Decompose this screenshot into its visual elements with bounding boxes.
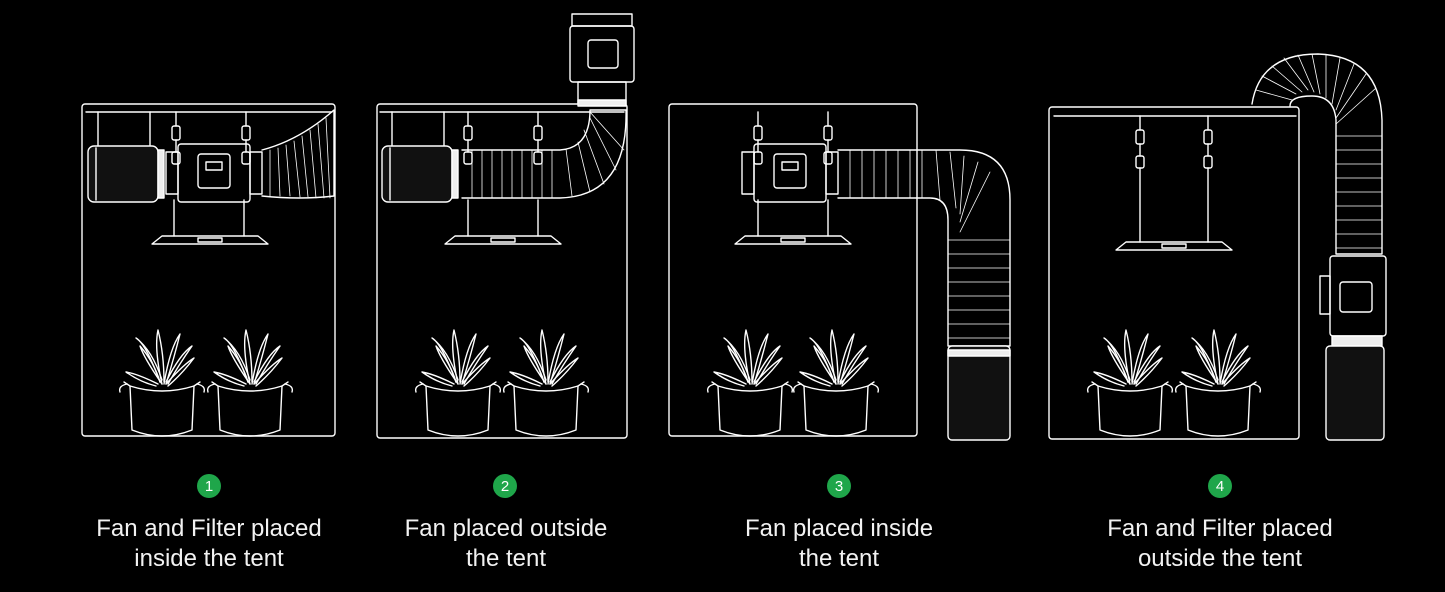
tent-outline	[668, 103, 918, 437]
caption-2: Fan placed outside the tent	[346, 514, 666, 574]
step-1-badge: 1	[197, 474, 221, 498]
caption-2-line-1: Fan placed outside	[404, 515, 608, 542]
caption-1-line-2: inside the tent	[134, 545, 284, 572]
tent-outline	[81, 103, 336, 437]
caption-3-line-2: the tent	[798, 545, 880, 572]
step-3-badge: 3	[827, 474, 851, 498]
panel-1-illustration	[81, 103, 336, 437]
caption-2-line-2: the tent	[465, 545, 547, 572]
caption-4-line-2: outside the tent	[1137, 545, 1303, 572]
panel-4-illustration	[1048, 53, 1387, 441]
caption-3-line-1: Fan placed inside	[744, 515, 934, 542]
caption-1: Fan and Filter placed inside the tent	[49, 514, 369, 574]
caption-4-line-1: Fan and Filter placed	[1107, 515, 1333, 542]
tent-outline	[1048, 106, 1300, 440]
step-4-badge: 4	[1208, 474, 1232, 498]
panel-3-illustration	[668, 103, 1011, 441]
caption-3: Fan placed inside the tent	[679, 514, 999, 574]
caption-4: Fan and Filter placed outside the tent	[1060, 514, 1380, 574]
caption-1-line-1: Fan and Filter placed	[96, 515, 322, 542]
tent-outline	[376, 103, 628, 439]
step-2-badge: 2	[493, 474, 517, 498]
panel-2-illustration	[376, 13, 635, 439]
